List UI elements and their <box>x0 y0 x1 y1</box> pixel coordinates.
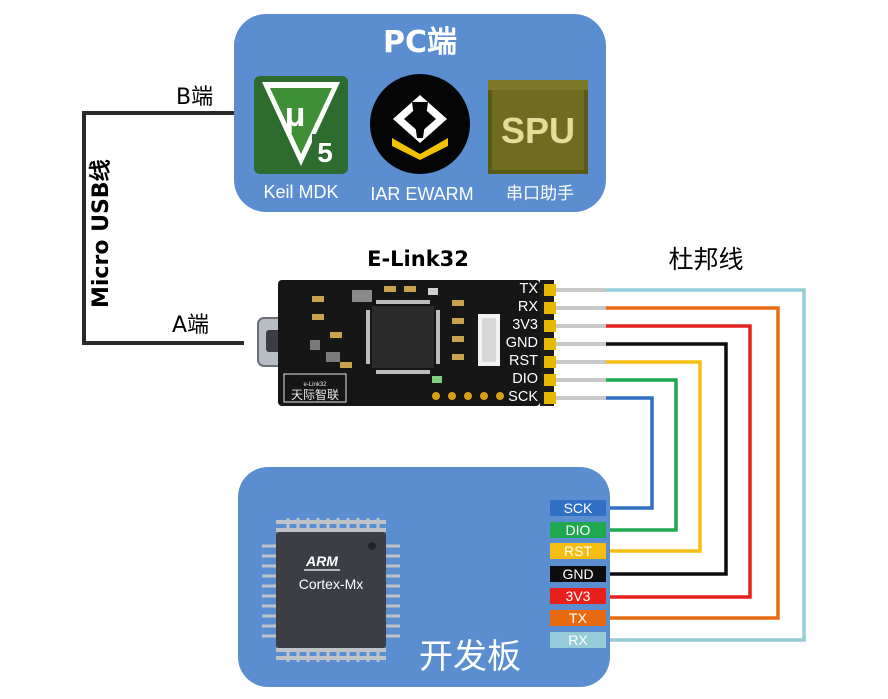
wire-3v3 <box>606 324 752 599</box>
elink-pin-3v3: 3V3 <box>512 317 538 333</box>
arm-chip-body <box>276 532 386 648</box>
board-pin-rst: RST <box>550 543 606 559</box>
arm-chip-model: Cortex-Mx <box>299 576 364 592</box>
arm-chip-icon: ARM Cortex-Mx <box>262 518 400 662</box>
keil-5-glyph: 5 <box>317 137 333 168</box>
elink-silk-brand: e-Link32 <box>303 382 327 388</box>
elink-pin-dio: DIO <box>512 371 538 387</box>
wire-sck <box>606 396 654 510</box>
board-pin-tx: TX <box>550 610 606 626</box>
serial-assistant-label: 串口助手 <box>506 184 574 204</box>
svg-text:GND: GND <box>562 566 593 582</box>
micro-usb-cable: B端 A端 Micro USB线 <box>82 85 244 345</box>
iar-label: IAR EWARM <box>370 184 473 204</box>
dev-board-pin-tags: SCK DIO RST GND 3V3 TX <box>550 500 606 648</box>
dev-board-title: 开发板 <box>419 637 521 677</box>
spu-glyph: SPU <box>501 110 575 151</box>
elink32-board: e-Link32 天际智联 <box>257 280 554 406</box>
board-pin-rx: RX <box>550 632 606 648</box>
svg-text:DIO: DIO <box>566 522 591 538</box>
elink-title: E-Link32 <box>367 247 469 271</box>
wire-rx-to-tx <box>606 306 780 620</box>
keil-mu-glyph: μ <box>285 96 306 134</box>
elink-pin-gnd: GND <box>506 335 538 351</box>
keil-mu5-icon: μ 5 <box>254 76 348 174</box>
svg-text:RX: RX <box>568 632 588 648</box>
b-end-label: B端 <box>176 85 213 110</box>
board-pin-3v3: 3V3 <box>550 588 606 604</box>
wire-rst <box>606 360 702 553</box>
elink-pin-rst: RST <box>509 353 538 369</box>
svg-text:3V3: 3V3 <box>566 588 591 604</box>
elink-pin-tx: TX <box>519 281 538 297</box>
pc-title: PC端 <box>383 25 457 60</box>
elink-silk-cn: 天际智联 <box>291 387 339 402</box>
board-pin-dio: DIO <box>550 522 606 538</box>
elink-pin-sck: SCK <box>508 389 538 405</box>
wire-dio <box>606 378 678 532</box>
board-pin-sck: SCK <box>550 500 606 516</box>
wire-tx-to-rx <box>606 288 806 642</box>
board-pin-gnd: GND <box>550 566 606 582</box>
keil-label: Keil MDK <box>263 182 338 202</box>
serial-spu-icon: SPU <box>488 80 588 174</box>
status-led-green <box>432 376 442 383</box>
usb-cable-line <box>82 111 244 345</box>
dupont-wires <box>606 288 806 642</box>
arm-chip-brand: ARM <box>305 553 338 569</box>
dupont-wire-label: 杜邦线 <box>668 245 743 274</box>
pc-panel: PC端 μ 5 Keil MDK IAR EWARM SPU 串口助手 <box>234 14 606 212</box>
dev-board-panel: ARM Cortex-Mx 开发板 SCK DIO RST GND <box>238 467 610 687</box>
elink-mcu-chip <box>372 306 434 368</box>
iar-ewarm-icon <box>370 74 470 174</box>
elink-pin-rx: RX <box>518 299 538 315</box>
elink-pin-labels: TX RX 3V3 GND RST DIO SCK <box>506 281 539 405</box>
elink-header-pins <box>544 284 606 404</box>
svg-text:SCK: SCK <box>564 500 593 516</box>
micro-usb-cable-label: Micro USB线 <box>88 159 114 308</box>
wire-gnd <box>606 342 728 576</box>
svg-text:RST: RST <box>564 543 592 559</box>
svg-text:TX: TX <box>569 610 588 626</box>
a-end-label: A端 <box>172 313 209 338</box>
